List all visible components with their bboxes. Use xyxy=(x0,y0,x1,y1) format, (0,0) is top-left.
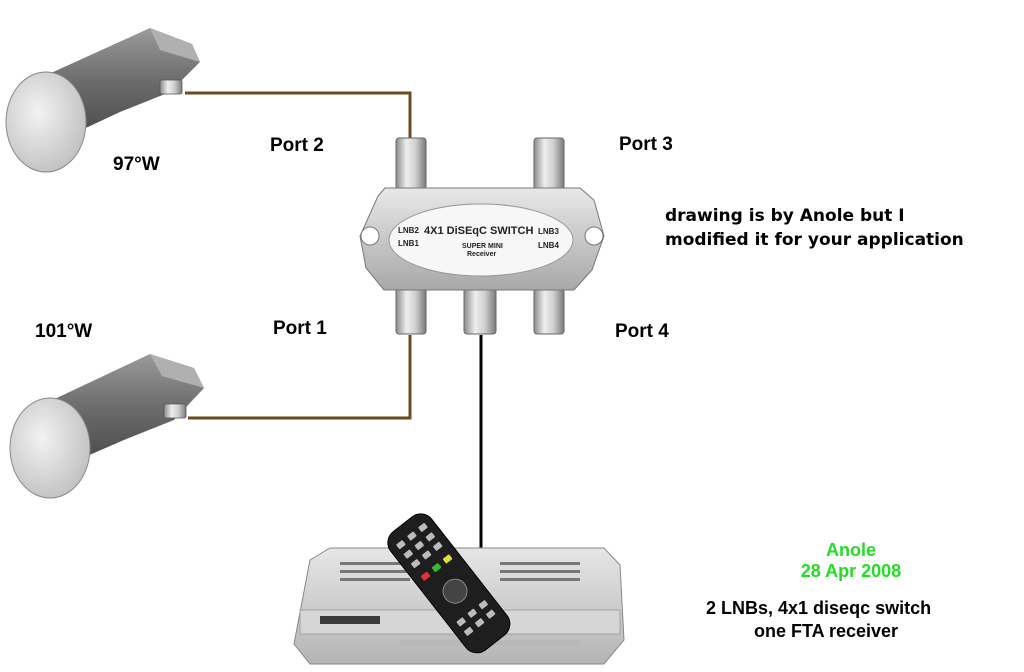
summary-block: 2 LNBs, 4x1 diseqc switch one FTA receiv… xyxy=(706,597,986,643)
lnb-bottom xyxy=(9,354,204,499)
credit-date: 28 Apr 2008 xyxy=(800,561,902,581)
switch-lnb3-label: LNB3 xyxy=(538,227,559,236)
port-3-label: Port 3 xyxy=(619,134,673,155)
satellite-bottom-label: 101°W xyxy=(35,321,93,342)
diseqc-switch xyxy=(359,137,605,335)
port-1-label: Port 1 xyxy=(273,318,327,339)
summary-line-2: one FTA receiver xyxy=(754,621,899,641)
lnb-top xyxy=(5,28,200,173)
remote-control xyxy=(387,513,511,654)
cable-lnb-bottom-to-port1 xyxy=(188,335,412,420)
credit-block: Anole 28 Apr 2008 xyxy=(786,540,916,582)
port-4-label: Port 4 xyxy=(615,321,669,342)
credit-author: Anole xyxy=(825,540,876,560)
note-text: drawing is by Anole but I modified it fo… xyxy=(665,204,964,252)
switch-lnb1-label: LNB1 xyxy=(398,239,419,248)
port-2-label: Port 2 xyxy=(270,135,324,156)
satellite-top-label: 97°W xyxy=(113,154,160,175)
note-line-1: drawing is by Anole but I xyxy=(665,206,905,226)
summary-line-1: 2 LNBs, 4x1 diseqc switch xyxy=(706,598,932,618)
switch-title: 4X1 DiSEqC SWITCH xyxy=(424,225,534,237)
note-line-2: modified it for your application xyxy=(665,230,964,250)
switch-receiver-label: Receiver xyxy=(467,251,497,258)
switch-subtitle: SUPER MINI xyxy=(462,243,503,250)
switch-lnb2-label: LNB2 xyxy=(398,226,419,235)
switch-lnb4-label: LNB4 xyxy=(538,241,559,250)
cable-lnb-top-to-port2 xyxy=(185,91,412,140)
